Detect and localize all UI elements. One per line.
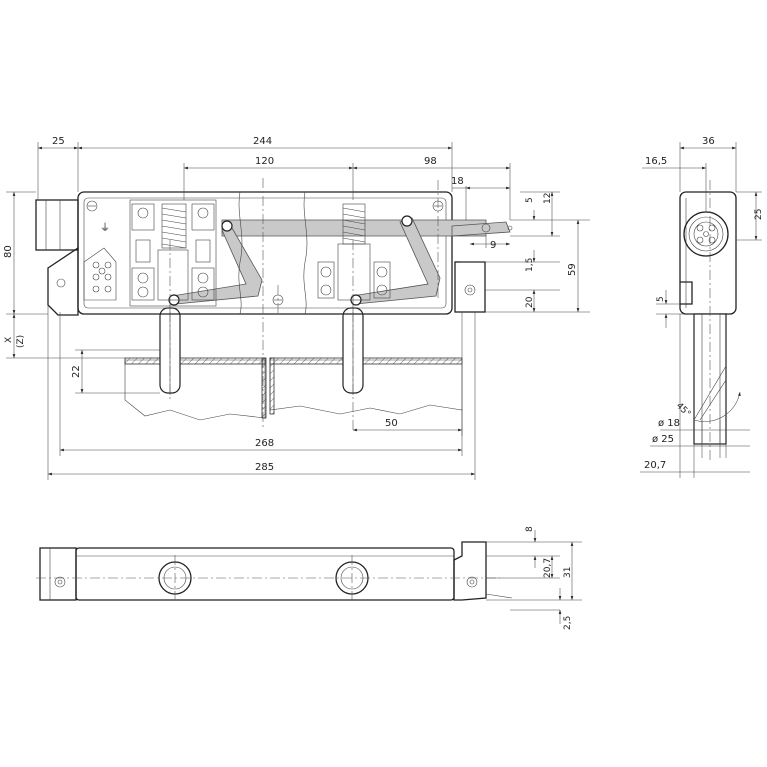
bottom-gland xyxy=(39,547,77,601)
side-dimensions: 36 16,5 25 5 45° ø 18 ø 25 20,7 xyxy=(640,136,764,478)
dim-front-59: 59 xyxy=(567,263,578,276)
dim-front-98: 98 xyxy=(424,156,437,167)
housing-inner xyxy=(83,197,447,309)
dim-front-x: X xyxy=(4,337,14,343)
dim-bottom-20-7: 20,7 xyxy=(543,558,553,578)
switch-element-left xyxy=(129,199,217,307)
terminal-block-screws xyxy=(92,261,112,293)
dim-front-80: 80 xyxy=(3,245,14,258)
dim-side-dia25: ø 25 xyxy=(652,434,674,445)
dim-front-20: 20 xyxy=(525,296,535,308)
dim-side-36: 36 xyxy=(702,136,715,147)
dim-front-50: 50 xyxy=(385,418,398,429)
mounting-panel-left xyxy=(124,359,266,421)
dim-side-20-7: 20,7 xyxy=(644,460,666,471)
dim-front-5: 5 xyxy=(525,197,535,203)
dim-front-12: 12 xyxy=(543,193,553,204)
front-dimensions: 25 244 120 98 18 9 5 12 1,5 xyxy=(3,136,590,480)
dim-front-25: 25 xyxy=(52,136,65,147)
housing-outer xyxy=(77,191,453,315)
dim-front-268: 268 xyxy=(255,438,274,449)
dim-bottom-2-5: 2,5 xyxy=(563,616,573,630)
dim-side-25: 25 xyxy=(754,209,764,220)
mounting-foot-right xyxy=(454,261,486,313)
dim-side-dia18: ø 18 xyxy=(658,418,680,429)
dim-front-22: 22 xyxy=(71,365,82,378)
dim-front-120: 120 xyxy=(255,156,274,167)
mounting-panel-right xyxy=(269,359,463,415)
terminal-block xyxy=(83,247,117,301)
switch-element-right xyxy=(317,243,391,301)
connector-pins xyxy=(696,224,716,244)
ground-symbol: ⏚ xyxy=(100,222,110,234)
dim-front-1-5: 1,5 xyxy=(525,258,535,272)
dim-front-z: (Z) xyxy=(16,335,26,348)
dim-front-18: 18 xyxy=(451,176,464,187)
dim-bottom-31: 31 xyxy=(563,567,573,578)
dim-bottom-8: 8 xyxy=(525,526,535,532)
bottom-dimensions: 8 20,7 31 2,5 xyxy=(486,526,582,630)
side-foot xyxy=(680,281,693,305)
actuator-bar-tip xyxy=(451,221,511,237)
panel-hatch-vleft xyxy=(261,357,267,419)
panel-hatch-right xyxy=(269,357,463,365)
housing-screws xyxy=(86,200,444,306)
dim-front-9: 9 xyxy=(490,240,496,251)
side-view xyxy=(679,180,737,460)
dim-front-244: 244 xyxy=(253,136,272,147)
side-housing xyxy=(679,191,737,315)
cable-gland xyxy=(35,199,79,251)
panel-hatch-left xyxy=(124,357,266,365)
lever-right xyxy=(351,217,441,305)
dim-side-5: 5 xyxy=(656,296,666,302)
bottom-view xyxy=(36,541,513,601)
side-connector-outer xyxy=(683,211,729,257)
mounting-foot-left xyxy=(47,246,79,316)
bottom-foot-right xyxy=(453,541,487,601)
dim-side-16-5: 16,5 xyxy=(645,156,667,167)
front-view: ⏚ xyxy=(35,178,513,430)
panel-hatch-vright xyxy=(269,357,275,415)
dim-front-285: 285 xyxy=(255,462,274,473)
lever-left xyxy=(171,227,263,305)
dim-side-angle: 45° xyxy=(674,401,692,419)
spring-left xyxy=(161,203,187,249)
